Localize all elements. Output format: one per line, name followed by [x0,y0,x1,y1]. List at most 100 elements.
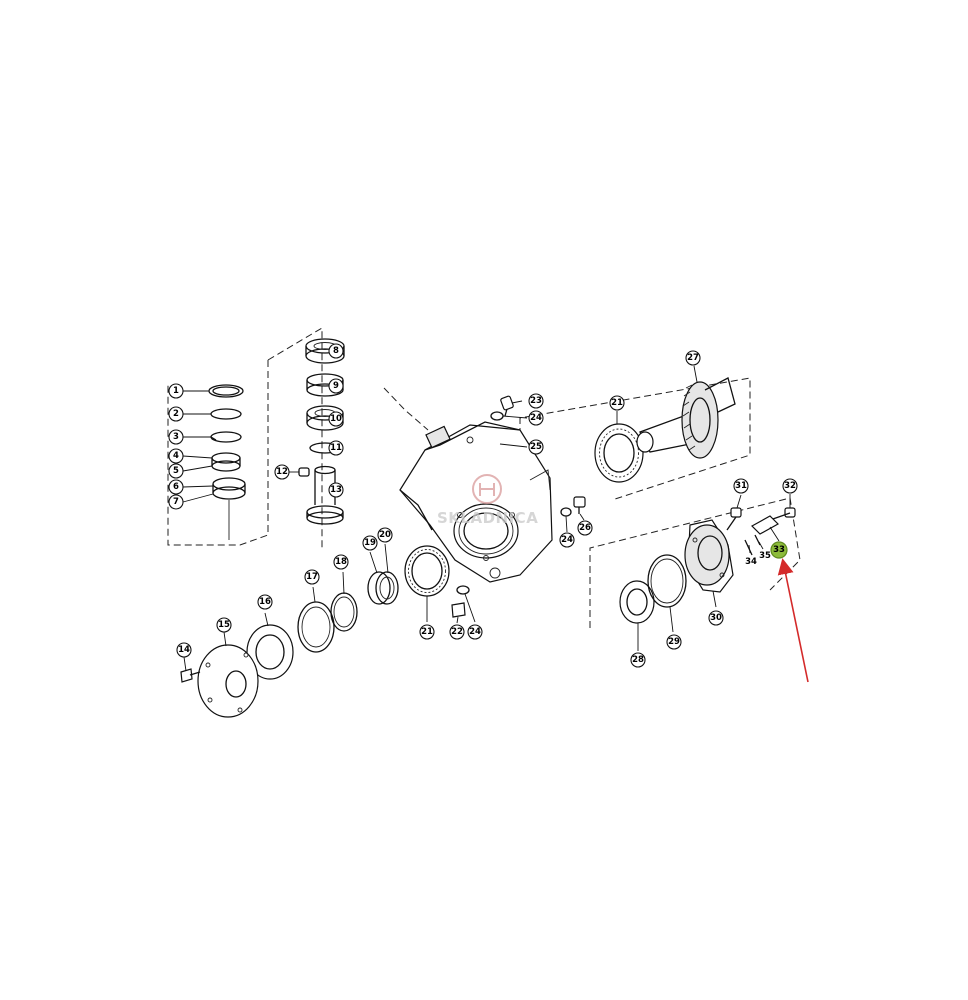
callout-label-6: 6 [173,482,179,492]
part-33-lock-plate [751,515,779,535]
callout-11: 11 [328,440,344,456]
callout-1: 1 [168,383,184,399]
callout-label-15: 15 [218,620,230,630]
callout-label-2: 2 [173,409,179,419]
assembly-frame-left [167,360,269,546]
callout-27: 27 [685,350,701,366]
part-6-7-seal [212,477,246,500]
callout-label-5: 5 [173,466,179,476]
part-30-flange [684,519,734,593]
watermark-text: SKLADNICA [437,509,538,527]
callout-32: 32 [782,478,798,494]
part-4-5-bearing [211,452,241,472]
callout-8: 8 [328,343,344,359]
callout-label-18: 18 [335,557,347,567]
callout-label-35: 35 [759,551,771,561]
part-23-bolt [500,395,514,417]
part-16-seal [246,624,294,680]
part-32-bolt [769,507,796,521]
callout-label-7: 7 [173,497,179,507]
housing-link [383,387,429,431]
callout-label-34: 34 [745,557,757,567]
callout-label-9: 9 [333,381,339,391]
callout-16: 16 [257,594,273,610]
callout-24-right: 24 [559,532,575,548]
callout-3: 3 [168,429,184,445]
callout-15: 15 [216,617,232,633]
callout-26: 26 [577,520,593,536]
callout-6: 6 [168,479,184,495]
callout-label-8: 8 [333,346,339,356]
callout-label-12: 12 [276,467,288,477]
callout-label-24-top: 24 [530,413,542,423]
part-26-plug [573,496,586,514]
callout-label-13: 13 [330,485,342,495]
callout-12: 12 [274,464,290,480]
callout-label-3: 3 [173,432,179,442]
part-15-cover-plate [197,644,259,718]
leader-lines [182,350,791,672]
callout-4: 4 [168,448,184,464]
callout-5: 5 [168,463,184,479]
callout-label-24-right: 24 [561,535,573,545]
part-24-seal-right [560,507,572,517]
callout-29: 29 [666,634,682,650]
callout-label-21-upper: 21 [611,398,623,408]
callout-label-14: 14 [178,645,190,655]
callout-label-21-lower: 21 [421,627,433,637]
callout-label-10: 10 [330,414,342,424]
callout-14: 14 [176,642,192,658]
highlight-marker [770,541,788,559]
callout-20: 20 [377,527,393,543]
callout-24-bottom: 24 [467,624,483,640]
callout-28: 28 [630,652,646,668]
callout-label-23: 23 [530,396,542,406]
part-12-key [298,467,310,477]
callout-label-31: 31 [735,481,747,491]
callout-17: 17 [304,569,320,585]
watermark-logo: SKLADNICA [437,474,538,527]
part-18-circlip [330,592,358,632]
part-28-seal [619,580,655,624]
callout-21-upper: 21 [609,395,625,411]
part-3-circlip [210,431,242,443]
part-8-bearing [305,338,345,364]
part-21-bearing-upper [594,423,644,483]
callout-label-30: 30 [710,613,722,623]
part-34-pin [744,539,753,556]
part-19-20-rings [367,571,399,605]
callout-label-20: 20 [379,530,391,540]
part-25-housing [399,421,553,583]
highlighted-callout-33: 33 [770,541,788,559]
callout-18: 18 [333,554,349,570]
callout-13: 13 [328,482,344,498]
callout-label-25: 25 [530,442,542,452]
callout-label-27: 27 [687,353,699,363]
part-21-bearing-lower [404,545,450,597]
callout-label-4: 4 [173,451,179,461]
highlight-label: 33 [773,545,785,555]
part-14-bolt [180,668,201,683]
callout-7: 7 [168,494,184,510]
callout-10: 10 [328,411,344,427]
callout-label-28: 28 [632,655,644,665]
part-27-bevel-gear [636,377,736,459]
callout-label-22: 22 [451,627,463,637]
part-29-oring [647,554,687,608]
callout-24-top: 24 [528,410,544,426]
callout-35: 35 [759,551,771,561]
assembly-frame-shaft [267,327,323,548]
callout-25: 25 [528,439,544,455]
callout-label-1: 1 [173,386,179,396]
highlight-arrow [777,558,809,683]
callout-31: 31 [733,478,749,494]
part-22-plug [451,585,470,618]
part-24-seal-top [490,411,504,421]
part-1-ring [208,384,244,398]
callout-19: 19 [362,535,378,551]
part-17-ring [297,601,335,653]
callout-label-19: 19 [364,538,376,548]
part-31-bolt [726,507,742,531]
